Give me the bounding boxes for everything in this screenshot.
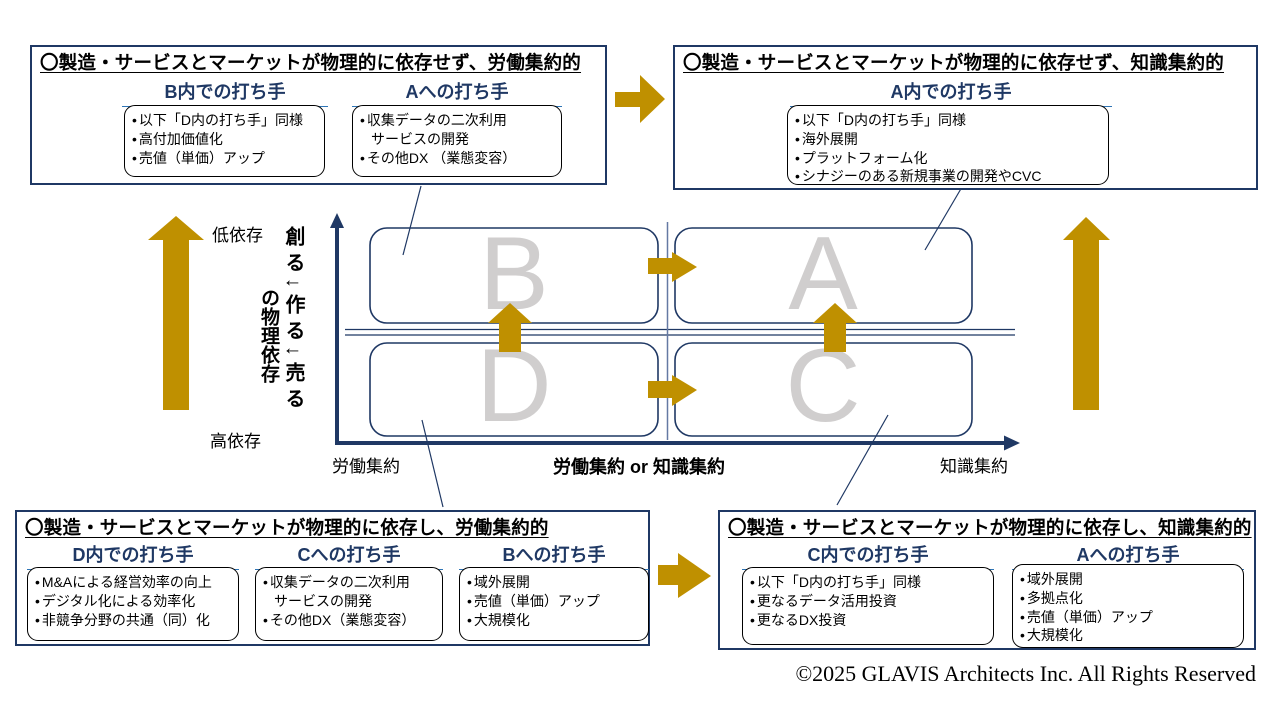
callout-line-top-right [924,186,963,251]
measures-list: 収集データの二次利用 サービスの開発 その他DX （業態変容） [352,105,562,177]
y-axis-vertical-text-sub: の物理依存 [258,288,279,383]
big-up-arrow-left-icon [148,216,204,410]
quadrant-letter-a: A [788,216,858,332]
strategy-box-title: 〇製造・サービスとマーケットが物理的に依存し、知識集約的 [728,517,1252,538]
bullet-item: 売値（単価）アップ [132,149,319,168]
bullet-item: 収集データの二次利用 サービスの開発 [263,573,437,611]
bullet-item: 非競争分野の共通（同）化 [35,611,233,630]
measures-list: 収集データの二次利用 サービスの開発 その他DX（業態変容） [255,567,443,641]
strategy-box-title: 〇製造・サービスとマーケットが物理的に依存せず、知識集約的 [683,52,1225,73]
column-header: A内での打ち手 [790,78,1112,107]
strategy-box-top-right: 〇製造・サービスとマーケットが物理的に依存せず、知識集約的 A内での打ち手 以下… [673,45,1258,190]
bullet-item: シナジーのある新規事業の開発やCVC [795,167,1103,186]
measures-list: 以下「D内の打ち手」同様 更なるデータ活用投資 更なるDX投資 [742,567,994,645]
arrow-bottom-box-to-box-icon [658,553,711,598]
callout-line-bottom-left [421,419,444,508]
bullet-item: その他DX（業態変容） [263,611,437,630]
big-up-arrow-right-icon [1063,217,1110,410]
bullet-item: 収集データの二次利用 サービスの開発 [360,111,556,149]
x-axis-center-label: 労働集約 or 知識集約 [553,457,726,477]
bullet-item: その他DX （業態変容） [360,149,556,168]
bullet-item: 以下「D内の打ち手」同様 [750,573,988,592]
bullet-item: 域外展開 [467,573,643,592]
column-header: D内での打ち手 [27,541,239,570]
bullet-item: 大規模化 [467,611,643,630]
strategy-box-title: 〇製造・サービスとマーケットが物理的に依存せず、労働集約的 [40,52,582,73]
column-header: Bへの打ち手 [459,541,649,570]
strategy-box-top-left: 〇製造・サービスとマーケットが物理的に依存せず、労働集約的 B内での打ち手 以下… [30,45,607,185]
quadrant-letter-b: B [479,216,549,332]
bullet-item: M&Aによる経営効率の向上 [35,573,233,592]
bullet-item: 域外展開 [1020,570,1238,589]
x-axis-left-label: 労働集約 [332,457,400,476]
bullet-item: プラットフォーム化 [795,149,1103,168]
arrow-d-to-c-icon [648,375,697,406]
quadrant-letter-d: D [476,328,552,444]
bullet-item: 更なるDX投資 [750,611,988,630]
copyright: ©2025 GLAVIS Architects Inc. All Rights … [795,661,1256,686]
callout-line-top-left [402,185,422,256]
bullet-item: 多拠点化 [1020,589,1238,608]
bullet-item: 以下「D内の打ち手」同様 [795,111,1103,130]
measures-list: 以下「D内の打ち手」同様 高付加価値化 売値（単価）アップ [124,105,325,177]
column-header: B内での打ち手 [122,78,328,107]
column-header: Cへの打ち手 [255,541,443,570]
column-header: C内での打ち手 [742,541,994,570]
y-axis-top-label: 低依存 [212,226,263,245]
strategy-box-bottom-right: 〇製造・サービスとマーケットが物理的に依存し、知識集約的 C内での打ち手 以下「… [718,510,1256,650]
bullet-item: デジタル化による効率化 [35,592,233,611]
x-axis-arrowhead [1004,435,1020,451]
x-axis-right-label: 知識集約 [940,457,1008,476]
bullet-item: 海外展開 [795,130,1103,149]
bullet-item: 売値（単価）アップ [1020,608,1238,627]
y-axis-bottom-label: 高依存 [210,432,261,451]
bullet-item: 大規模化 [1020,626,1238,645]
measures-list: 域外展開 多拠点化 売値（単価）アップ 大規模化 [1012,564,1244,648]
measures-list: 域外展開 売値（単価）アップ 大規模化 [459,567,649,641]
quadrant-letter-c: C [785,328,861,444]
measures-list: M&Aによる経営効率の向上 デジタル化による効率化 非競争分野の共通（同）化 [27,567,239,641]
bullet-item: 更なるデータ活用投資 [750,592,988,611]
bullet-item: 以下「D内の打ち手」同様 [132,111,319,130]
arrow-b-to-a-icon [648,252,697,282]
y-axis-arrowhead [330,213,344,228]
measures-list: 以下「D内の打ち手」同様 海外展開 プラットフォーム化 シナジーのある新規事業の… [787,105,1109,185]
strategy-box-bottom-left: 〇製造・サービスとマーケットが物理的に依存し、労働集約的 D内での打ち手 M&A… [15,510,650,646]
strategy-box-title: 〇製造・サービスとマーケットが物理的に依存し、労働集約的 [25,517,549,538]
bullet-item: 高付加価値化 [132,130,319,149]
column-header: Aへの打ち手 [352,78,562,107]
arrow-top-box-to-box-icon [615,75,665,123]
bullet-item: 売値（単価）アップ [467,592,643,611]
y-axis-vertical-text-main: 創る↓作る↓売る [282,226,304,414]
